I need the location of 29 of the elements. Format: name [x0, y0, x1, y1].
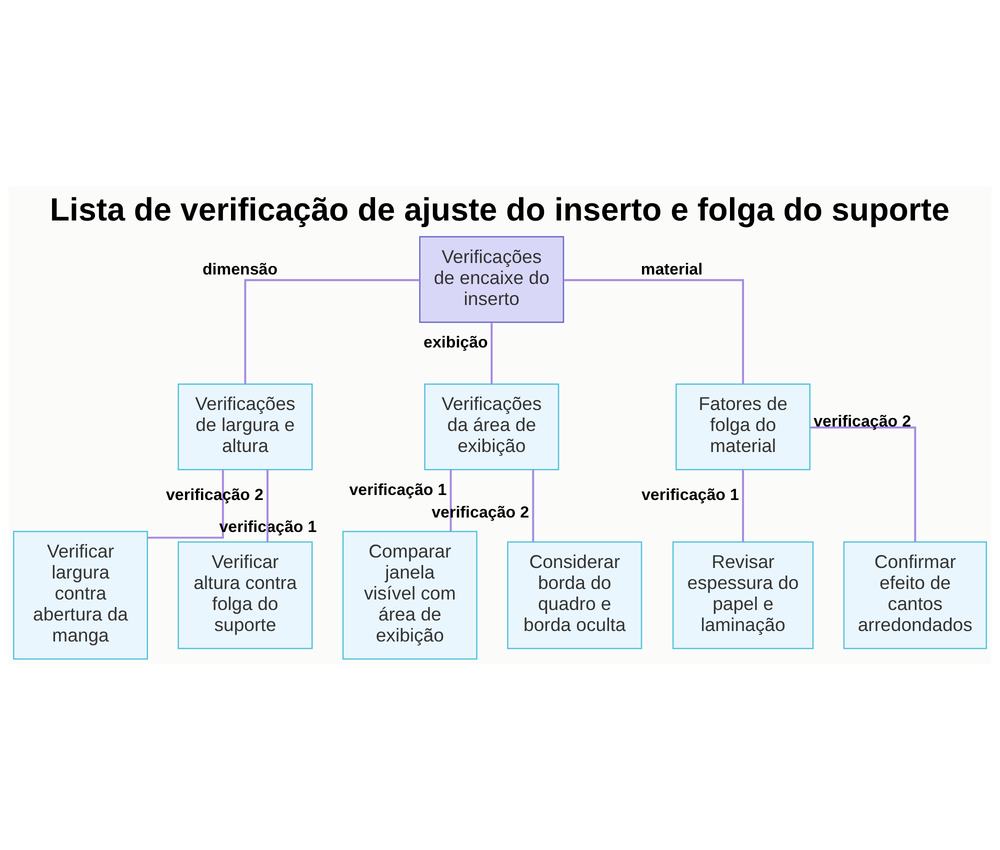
edge-label: verificação 1: [349, 480, 447, 499]
node-box: Verificar altura contra folga do suporte: [178, 541, 313, 650]
connector: [742, 470, 744, 542]
node-box: Verificações de largura e altura: [178, 384, 313, 470]
node-box: Verificar largura contra abertura da manga: [13, 530, 148, 660]
node-box: Fatores de folga do material: [676, 384, 811, 470]
edge-label: dimensão: [202, 260, 278, 278]
edge-label: verificação 2: [814, 412, 912, 430]
connector: [532, 470, 534, 542]
diagram-title: Lista de verificação de ajuste do inserto e folga do suporte: [50, 191, 950, 228]
edge-label: verificação 1: [641, 486, 739, 504]
node-box: Confirmar efeito de cantos arredondados: [843, 541, 987, 650]
connector: [490, 322, 493, 384]
connector: [266, 470, 268, 542]
connector: [148, 470, 224, 539]
edge-label: verificação 2: [166, 486, 264, 504]
edge-label: verificação 2: [432, 503, 530, 522]
node-box: Verificações de encaixe do inserto: [419, 236, 564, 323]
edge-label: verificação 1: [219, 518, 317, 536]
edge-label: material: [640, 260, 703, 278]
connector: [564, 279, 744, 384]
node-box: Revisar espessura do papel e laminação: [672, 541, 814, 650]
connector: [810, 426, 916, 542]
edge-label: exibição: [424, 334, 488, 352]
connector: [244, 279, 420, 384]
node-box: Considerar borda do quadro e borda oculta: [507, 541, 642, 650]
connector: [450, 470, 452, 532]
node-box: Comparar janela visível com área de exibição: [342, 530, 478, 660]
node-box: Verificações da área de exibição: [424, 384, 560, 470]
